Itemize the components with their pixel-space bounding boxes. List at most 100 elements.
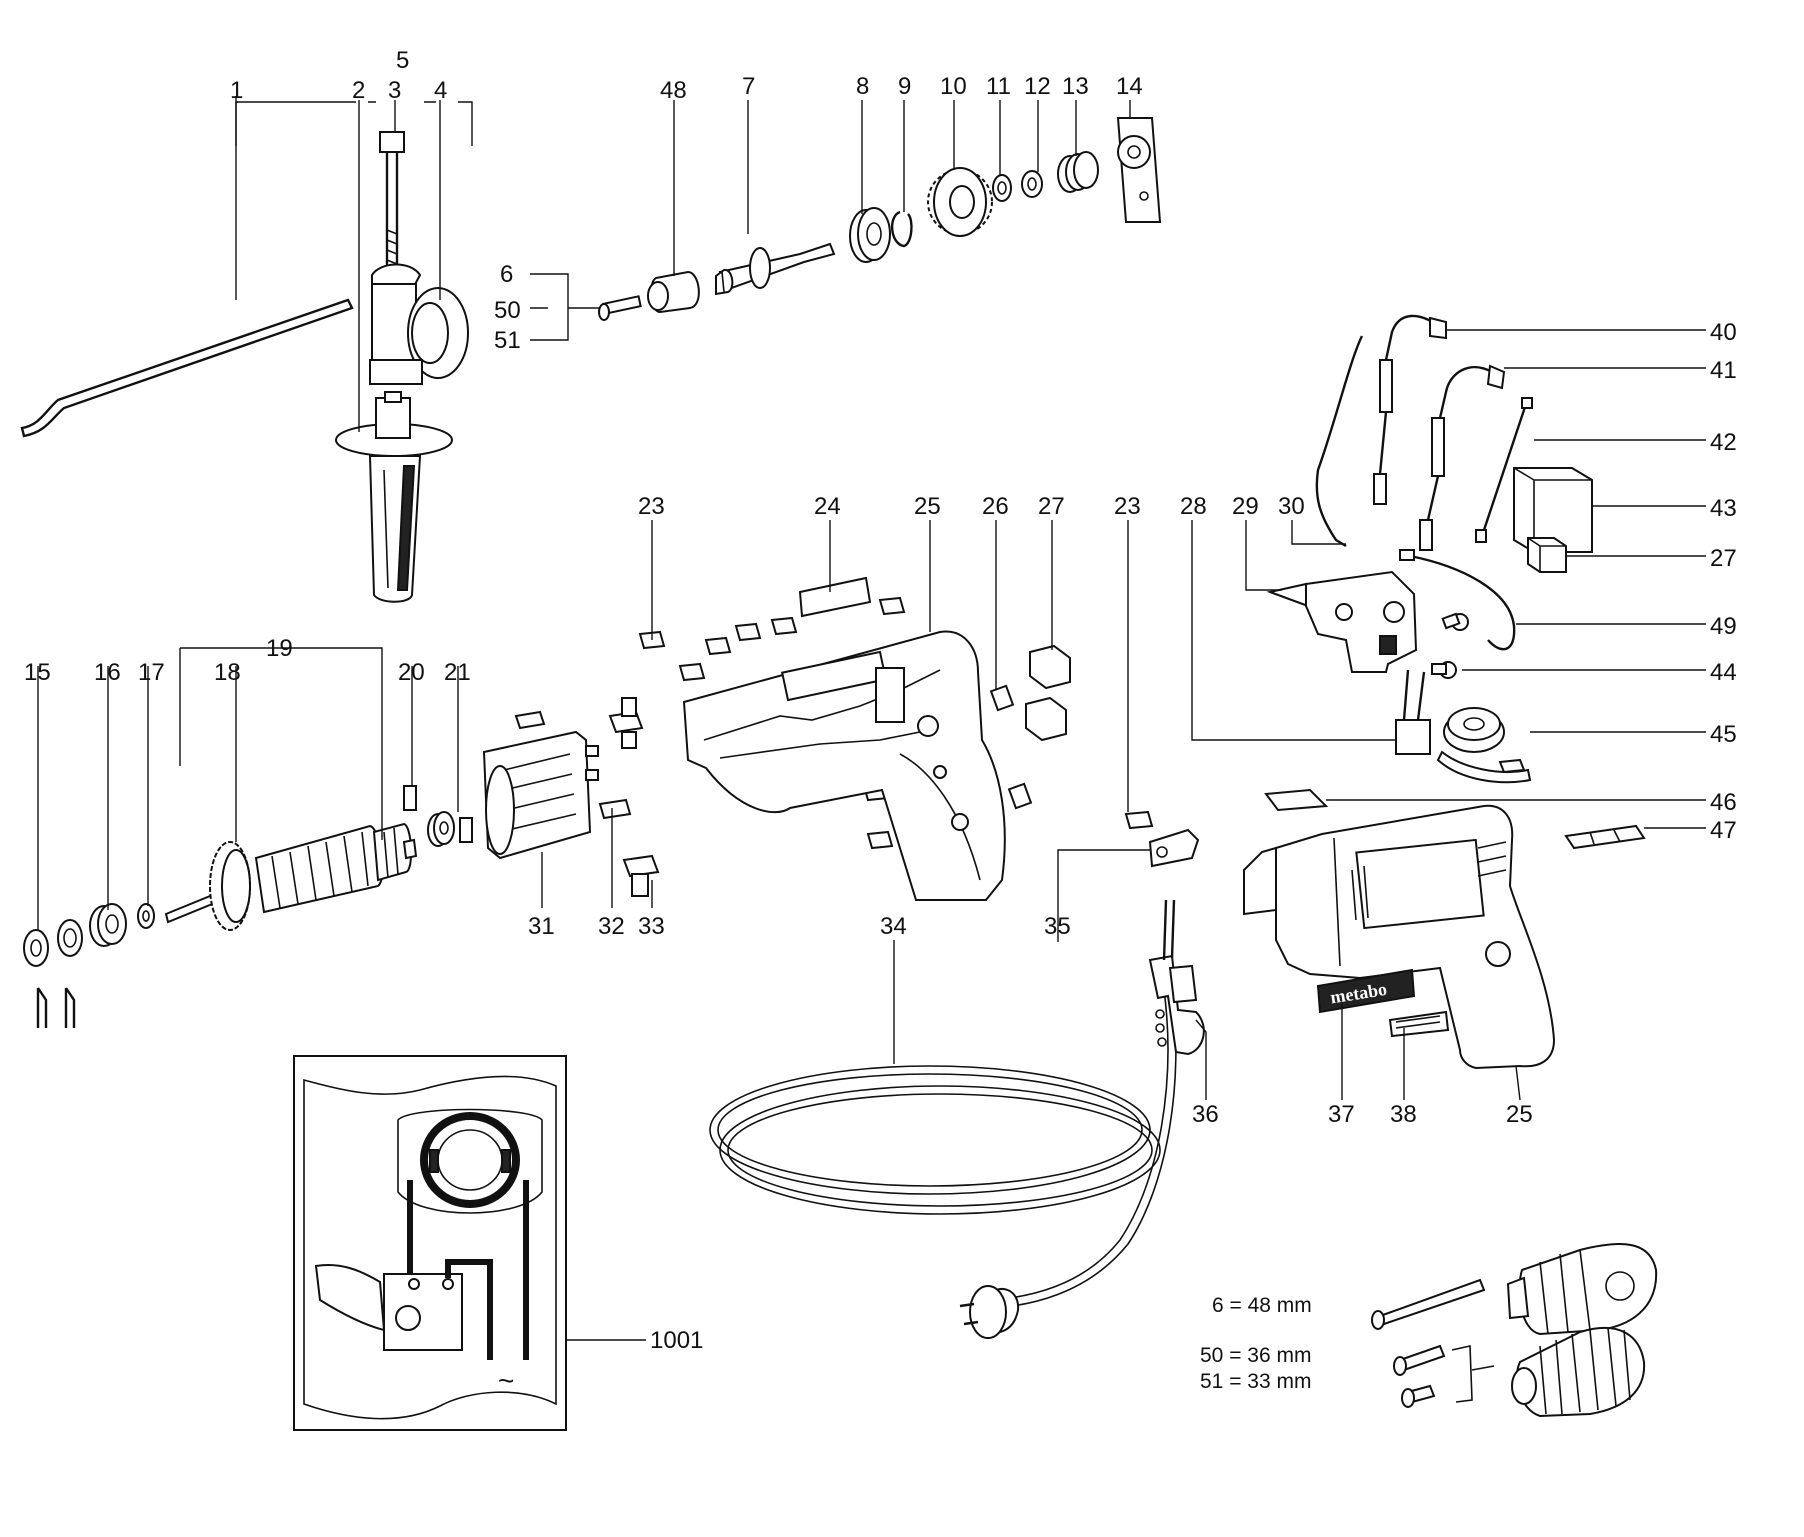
callout-labels: 5 1 2 3 4 48 7 8 9 10 11 12 13 14 6 50 5… [24,47,1737,1354]
clamp-ring [369,263,469,385]
short-screws-50-51 [1393,1344,1495,1408]
callout-11: 11 [986,73,1011,100]
callout-50: 50 [494,297,521,324]
callout-32: 32 [598,913,625,940]
callout-13: 13 [1062,73,1089,100]
cable-42 [1475,397,1533,543]
callout-10: 10 [940,73,967,100]
callout-44: 44 [1710,659,1737,686]
callout-4: 4 [434,77,447,104]
circlip-9 [891,210,913,248]
callout-30: 30 [1278,493,1305,520]
brush-holder-33 [622,854,660,897]
wiring-diagram-1001: ~ [293,1055,646,1431]
callout-31: 31 [528,913,555,940]
cable-40 [1373,314,1447,505]
carbon-brush-27 [1025,644,1071,742]
carbon-brush-27-right [1527,537,1567,573]
callout-7: 7 [742,73,755,100]
ball-bearing-8 [849,207,891,263]
depth-stop-rod [20,298,354,438]
callout-1001: 1001 [650,1327,703,1354]
washer-17 [137,903,155,929]
callout-2: 2 [352,77,365,104]
armature-19 [164,822,418,931]
keyless-chuck [1511,1327,1646,1418]
bearing-21 [427,811,473,847]
key-chuck [1506,1243,1658,1336]
callout-5: 5 [396,47,409,74]
brush-holder-28 [1395,669,1431,755]
carbon-brush-32 [598,798,632,820]
length-notes: 6 = 48 mm 50 = 36 mm 51 = 33 mm [1200,1294,1312,1393]
callout-38: 38 [1390,1101,1417,1128]
brand-label-37: metabo [1316,968,1416,1014]
brush-32-top [514,710,546,730]
callout-28: 28 [1180,493,1207,520]
washer-12 [1021,170,1043,198]
screw-23b [1124,810,1154,830]
callout-26: 26 [982,493,1009,520]
spring-13 [1057,151,1099,193]
callout-35: 35 [1044,913,1071,940]
cable-clamp-35 [1148,828,1200,868]
callout-25-drill: 25 [1506,1101,1533,1128]
callout-27-right: 27 [1710,545,1737,572]
ac-symbol: ~ [498,1365,514,1396]
callout-23-left: 23 [638,493,665,520]
screw-44 [1431,661,1457,679]
field-coil-31 [482,730,599,860]
callout-46: 46 [1710,789,1737,816]
cable-41 [1419,364,1506,551]
seal-15 [23,929,49,967]
note-6: 6 = 48 mm [1212,1294,1312,1317]
callout-48: 48 [660,77,687,104]
screw-44a [1441,612,1469,631]
rating-label-38 [1388,1010,1450,1038]
mains-cable-34 [709,989,1177,1309]
leader-lines [37,96,1706,1101]
callout-42: 42 [1710,429,1737,456]
cable-sleeve-36 [1148,899,1205,1056]
callout-49: 49 [1710,613,1737,640]
gear-wheel-10 [927,167,993,237]
label-46 [1264,788,1329,812]
spindle-bush [647,270,700,314]
callout-19: 19 [266,635,293,662]
callout-36: 36 [1192,1101,1219,1128]
callout-37: 37 [1328,1101,1355,1128]
callout-34: 34 [880,913,907,940]
callout-17: 17 [138,659,165,686]
pin-20 [403,785,417,811]
chuck-screw [598,295,642,321]
split-pins [36,987,76,1028]
callout-25-housing: 25 [914,493,941,520]
callout-27: 27 [1038,493,1065,520]
speed-wheel-45 [1436,707,1532,784]
cable-49 [1399,549,1516,651]
note-50: 50 = 36 mm [1200,1344,1311,1367]
label-47 [1564,824,1646,850]
callout-8: 8 [856,73,869,100]
callout-14: 14 [1116,73,1143,100]
callout-20: 20 [398,659,425,686]
callout-9: 9 [898,73,911,100]
callout-51: 51 [494,327,521,354]
brush-holder-33-top [608,697,644,749]
auxiliary-handle [335,391,453,603]
callout-47: 47 [1710,817,1737,844]
callout-18: 18 [214,659,241,686]
brush-43 [1513,467,1593,553]
callout-43: 43 [1710,495,1737,522]
callout-33: 33 [638,913,665,940]
callout-29: 29 [1232,493,1259,520]
bearing-16 [89,903,127,947]
callout-3: 3 [388,77,401,104]
callout-6: 6 [500,261,513,288]
switch-29 [1266,570,1418,673]
note-51: 51 = 33 mm [1200,1370,1311,1393]
label-24 [798,576,872,618]
bearing-plate-14 [1116,117,1162,223]
callout-24: 24 [814,493,841,520]
